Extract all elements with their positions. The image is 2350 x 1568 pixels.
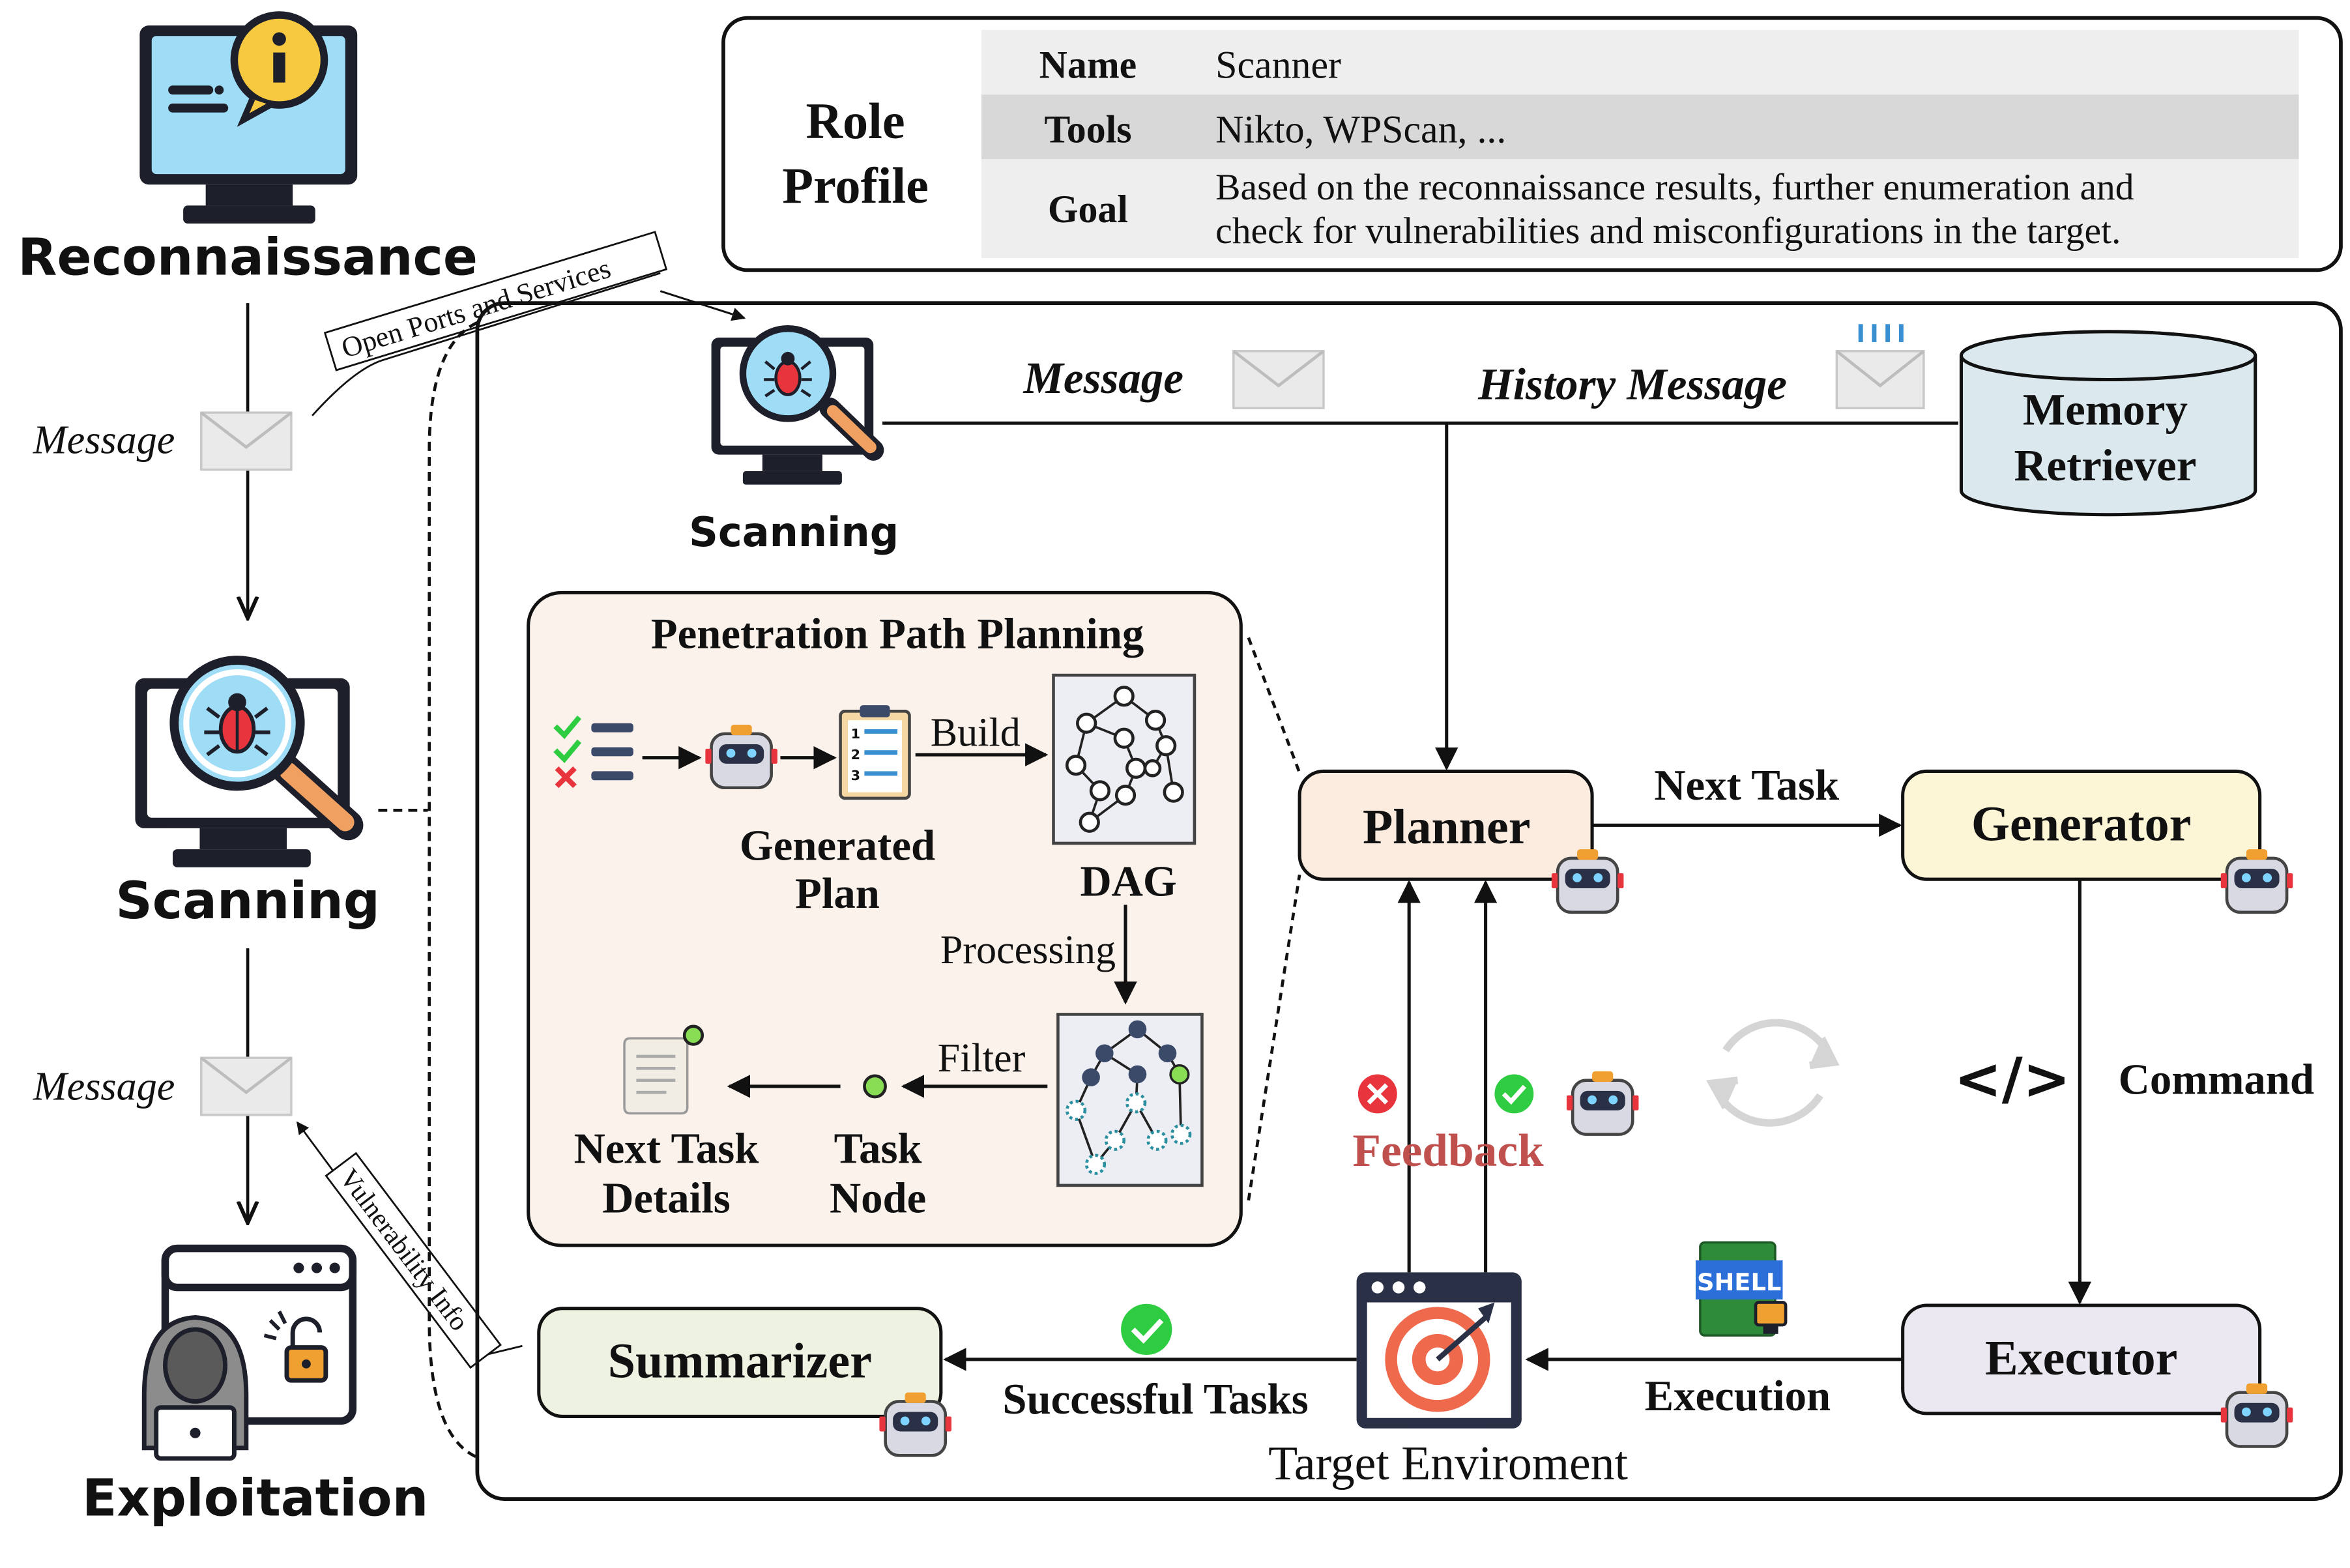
robot-icon — [1551, 849, 1624, 914]
cross-status-icon — [1357, 1074, 1397, 1114]
ppp-link-top — [1247, 637, 1301, 774]
scanner-agent-box — [475, 301, 2343, 1501]
check-status-icon — [1121, 1303, 1172, 1356]
role-value-goal-2: check for vulnerabilities and misconfigu… — [1215, 211, 2121, 252]
target-label: Target Enviroment — [1268, 1436, 1628, 1490]
role-key-tools: Tools — [1044, 108, 1131, 151]
next-task-details-2: Details — [602, 1174, 731, 1222]
check-status-icon — [1494, 1074, 1534, 1114]
history-message-label: History Message — [1477, 358, 1787, 409]
ppp-title: Penetration Path Planning — [651, 611, 1144, 658]
left-message-top: Message — [33, 418, 175, 462]
execution-label: Execution — [1645, 1372, 1831, 1420]
scanning-small-monitor-icon — [711, 325, 884, 485]
scan-brace-dashed — [428, 321, 481, 1460]
role-value-name: Scanner — [1215, 44, 1341, 87]
planner-label: Planner — [1363, 800, 1530, 854]
processing-label: Processing — [940, 928, 1116, 972]
role-key-name: Name — [1039, 44, 1137, 87]
code-icon: </> — [1954, 1045, 2070, 1112]
dag-graph-icon — [1052, 673, 1197, 845]
summarizer-box — [537, 1307, 943, 1418]
feedback-label: Feedback — [1352, 1125, 1544, 1176]
history-envelope-icon — [1835, 324, 1925, 409]
main-message-label: Message — [1023, 353, 1183, 403]
robot-icon — [2220, 849, 2293, 914]
dag-label: DAG — [1080, 858, 1176, 906]
robot-icon — [705, 725, 777, 790]
processed-dag-icon — [1056, 1013, 1204, 1187]
refresh-cycle-icon — [1706, 1019, 1840, 1127]
task-details-scroll-icon — [623, 1024, 704, 1115]
open-ports-leader — [312, 272, 661, 416]
role-key-goal: Goal — [1048, 188, 1128, 231]
shell-label: SHELL — [1697, 1268, 1781, 1296]
envelope-icon — [200, 411, 293, 471]
command-label: Command — [2119, 1056, 2314, 1103]
next-task-details-1: Next Task — [574, 1125, 760, 1172]
task-node-icon — [863, 1074, 887, 1099]
next-task-label: Next Task — [1654, 762, 1840, 809]
task-node-2: Node — [830, 1174, 926, 1222]
stage-reconnaissance: Reconnaissance — [18, 227, 478, 287]
generated-plan-2: Plan — [795, 870, 880, 918]
svg-text:1: 1 — [851, 726, 860, 742]
role-row-tools-bg — [981, 94, 2299, 160]
envelope-icon — [200, 1056, 293, 1116]
build-label: Build — [931, 710, 1021, 755]
robot-icon — [2220, 1383, 2293, 1448]
robot-icon — [879, 1392, 951, 1457]
left-message-bottom: Message — [33, 1065, 175, 1109]
scanning-small-label: Scanning — [689, 508, 899, 556]
scanning-monitor-icon — [135, 656, 364, 867]
role-value-goal-1: Based on the reconnaissance results, fur… — [1215, 167, 2134, 208]
generated-plan-1: Generated — [740, 822, 935, 869]
svg-text:2: 2 — [851, 747, 860, 762]
robot-icon — [1566, 1071, 1639, 1136]
svg-text:3: 3 — [851, 768, 860, 783]
reconnaissance-monitor-icon — [139, 11, 358, 224]
successful-tasks-label: Successful Tasks — [1002, 1376, 1308, 1423]
exploitation-hacker-icon — [141, 1244, 357, 1461]
clipboard-icon: 1 2 3 — [839, 705, 911, 800]
role-profile-title-1: Role — [806, 93, 905, 149]
memory-label-2: Retriever — [2014, 440, 2197, 490]
task-node-1: Task — [834, 1125, 923, 1172]
memory-label-1: Memory — [2023, 385, 2188, 435]
executor-label: Executor — [1985, 1331, 2177, 1386]
role-value-tools: Nikto, WPScan, ... — [1215, 108, 1506, 151]
role-row-goal-bg — [981, 159, 2299, 259]
summarizer-label: Summarizer — [608, 1334, 872, 1389]
stage-scanning: Scanning — [115, 871, 380, 931]
envelope-icon — [1232, 349, 1325, 409]
filter-label: Filter — [938, 1036, 1026, 1081]
checklist-icon — [553, 715, 633, 789]
stage-exploitation: Exploitation — [82, 1468, 428, 1528]
target-environment-icon — [1356, 1272, 1522, 1429]
generator-label: Generator — [1971, 796, 2191, 851]
role-row-name-bg — [981, 30, 2299, 95]
role-profile-title-2: Profile — [782, 157, 929, 214]
ppp-link-bottom — [1247, 874, 1301, 1201]
memory-retriever: Memory Retriever — [1959, 330, 2257, 517]
shell-icon: SHELL — [1695, 1241, 1788, 1337]
